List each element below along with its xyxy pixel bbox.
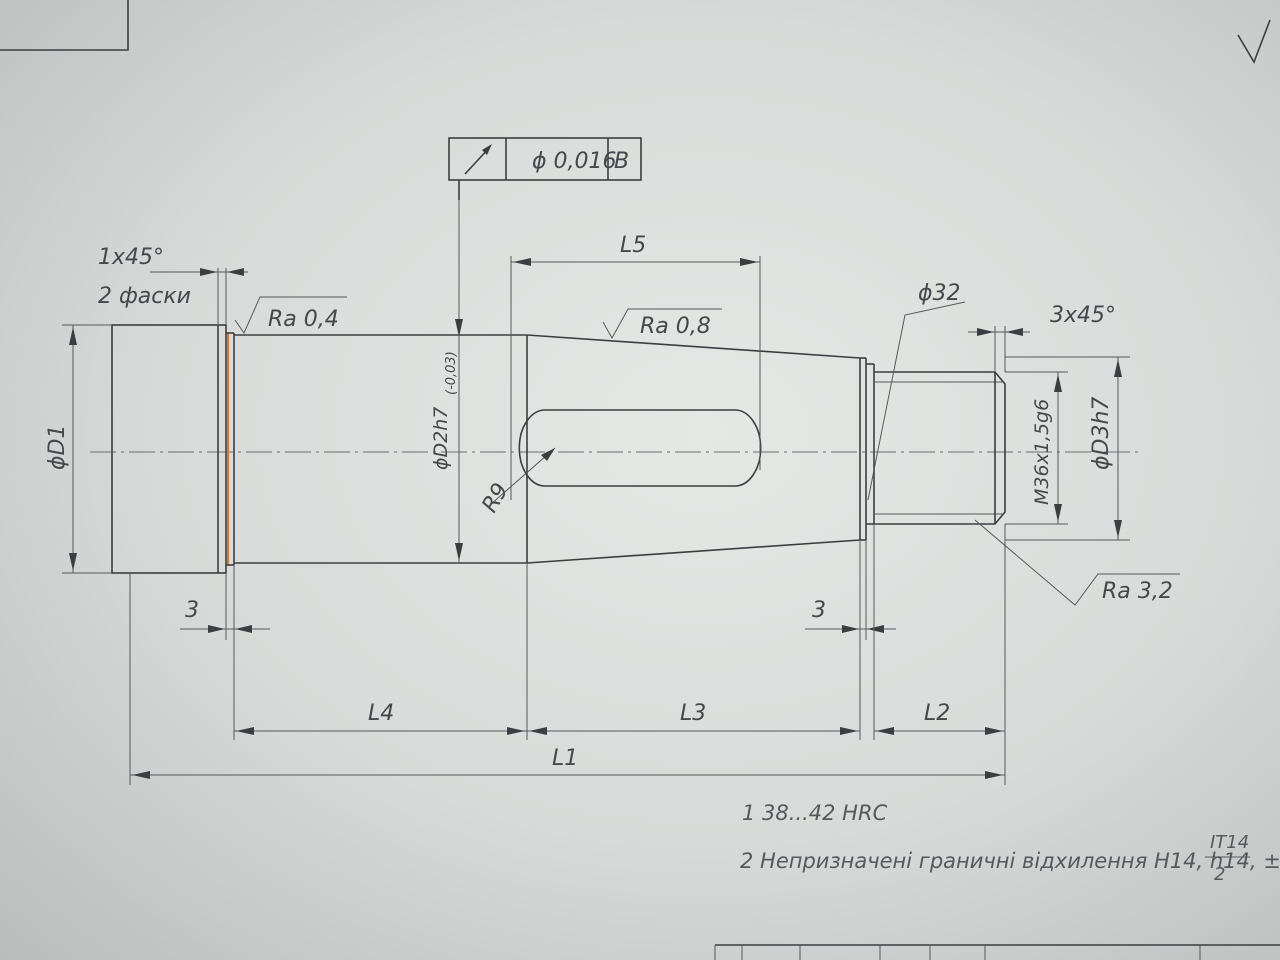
runout-value: ϕ 0,016: [532, 149, 617, 174]
dim-d2: ϕD2h7: [430, 407, 452, 470]
dim-l3: L3: [680, 701, 706, 726]
roughness-right: Ra 3,2: [1102, 579, 1173, 604]
chamfer-left-note: 2 фаски: [98, 284, 191, 309]
runout-arrow-icon: [464, 144, 492, 175]
roughness-symbols: [234, 296, 722, 340]
note-fraction-bottom: 2: [1214, 864, 1225, 885]
datum-letter: B: [614, 149, 629, 174]
dim-d1: ϕD1: [45, 425, 70, 470]
dim-d2-tolerance: (-0,03): [444, 351, 459, 395]
chamfer-right-size: 3x45°: [1050, 303, 1116, 328]
title-block-edge: [714, 944, 1280, 960]
dim-d3: ϕD3h7: [1089, 397, 1114, 470]
dim-thread: M36x1,5g6: [1031, 399, 1053, 505]
tolerance-frame: [448, 137, 642, 200]
dim-groove-left: 3: [185, 598, 199, 623]
roughness-middle: Ra 0,8: [640, 314, 711, 339]
dim-l1: L1: [552, 746, 578, 771]
dimensions: [62, 180, 1180, 785]
labels: ϕ 0,016 B 1x45° 2 фаски 3x45° Ra 0,4 Ra …: [45, 149, 1280, 885]
dim-radius: R9: [478, 479, 514, 517]
dim-l5: L5: [620, 233, 646, 258]
chamfer-left-size: 1x45°: [98, 245, 164, 270]
dim-groove-right: 3: [812, 598, 826, 623]
dim-l4: L4: [368, 701, 394, 726]
dim-phi32: ϕ32: [918, 281, 961, 306]
note-hardness: 1 38...42 HRC: [742, 801, 888, 825]
note-fraction-top: IT14: [1210, 832, 1249, 853]
roughness-left: Ra 0,4: [268, 307, 339, 332]
title-frame-corner: [0, 0, 1271, 64]
keyway-slot: [518, 409, 762, 487]
dim-l2: L2: [924, 701, 950, 726]
note-tolerances: 2 Непризначені граничні відхилення H14, …: [740, 849, 1280, 873]
shaft-outline: [90, 324, 1140, 574]
